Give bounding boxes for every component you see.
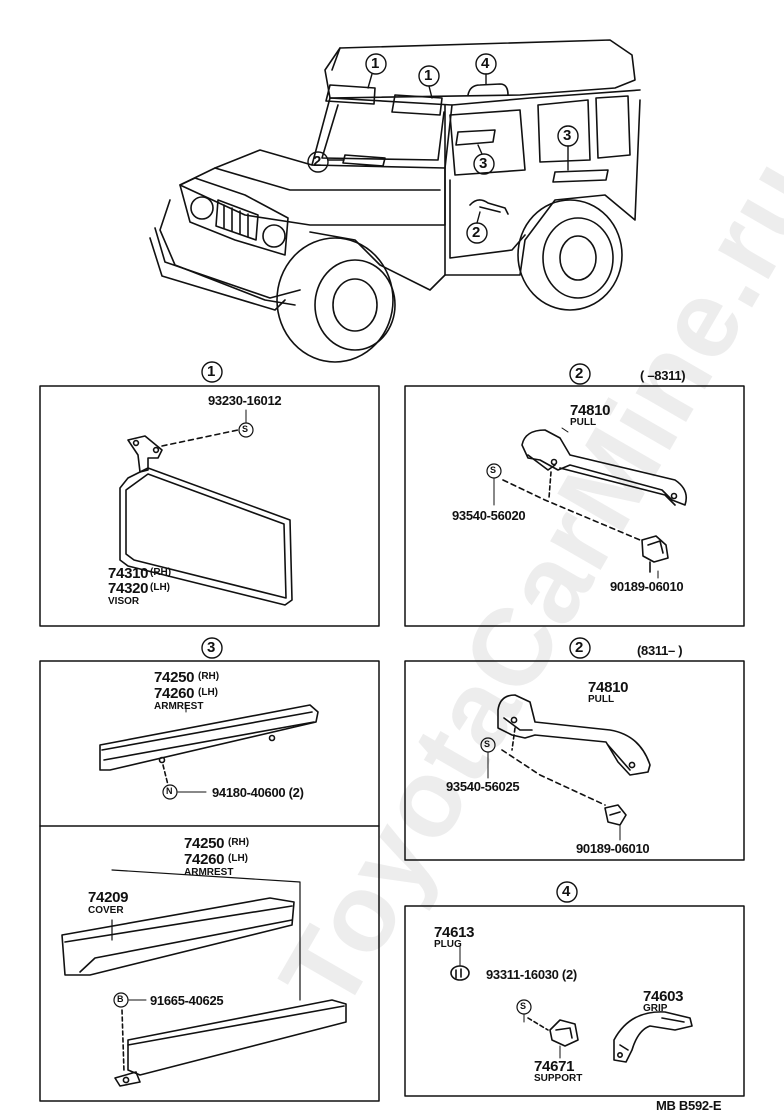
pull-early-nut-part: 90189-06010 [610,579,684,594]
armrest-a-screw-symbol: N [166,786,173,796]
callout-1a: 1 [371,55,380,72]
armrest-b-part-rh: 74250 [184,835,225,852]
armrest-b-name: ARMREST [184,867,234,878]
grip-grip-name: GRIP [643,1003,668,1014]
armrest-b-cover-name: COVER [88,905,124,916]
pull-late-nut-part: 90189-06010 [576,841,650,856]
callout-4: 4 [481,55,490,72]
armrest-a-part-rh: 74250 [154,669,195,686]
pull-late-range: (8311– ) [637,643,683,658]
visor-screw-part: 93230-16012 [208,393,282,408]
visor-panel-frame [39,385,380,627]
pull-early-panel-frame [404,385,745,627]
pull-late-screw-part: 93540-56025 [446,779,520,794]
armrest-a-part-lh: 74260 [154,685,195,702]
armrest-a-name: ARMREST [154,701,204,712]
grip-plug-name: PLUG [434,939,462,950]
visor-screw-symbol: S [242,424,249,434]
armrest-a-lh: (LH) [198,687,218,698]
armrest-b-rh: (RH) [228,837,250,848]
pull-early-index: 2 [575,365,584,382]
visor-drawing [119,429,293,606]
pull-early-range: ( –8311) [640,368,686,383]
pull-early-name: PULL [570,417,597,428]
grip-panel-index: 4 [562,883,571,900]
armrest-panel-index: 3 [207,639,216,656]
visor-part-lh: 74320 [108,580,149,597]
armrest-b-lh: (LH) [228,853,248,864]
grip-screw-part: 93311-16030 (2) [486,967,577,982]
grip-panel-frame [404,905,745,1097]
grip-support-part: 74671 [534,1058,575,1075]
pull-late-panel-frame [404,660,745,861]
diagram-code: MB B592-E [656,1098,722,1113]
callout-1b: 1 [424,67,433,84]
armrest-a-drawing [99,704,319,786]
grip-plug-part: 74613 [434,924,475,941]
callout-3b: 3 [563,127,572,144]
pull-early-screw-part: 93540-56020 [452,508,526,523]
visor-panel-index: 1 [207,363,216,380]
grip-grip-part: 74603 [643,988,684,1005]
callout-2a: 2 [313,153,322,170]
pull-late-index: 2 [575,639,584,656]
pull-late-drawing [497,694,651,826]
armrest-panel-frame [39,660,380,1102]
pull-late-name: PULL [588,694,615,705]
armrest-b-screw-symbol: B [117,994,124,1004]
callout-3a: 3 [479,155,488,172]
armrest-b-drawing [61,869,347,1087]
armrest-a-screw-part: 94180-40600 (2) [212,785,304,800]
visor-lh: (LH) [150,582,170,593]
pull-early-drawing [502,429,688,573]
armrest-b-cover-part: 74209 [88,889,129,906]
callout-2b: 2 [472,224,481,241]
armrest-a-rh: (RH) [198,671,220,682]
grip-screw-symbol: S [520,1001,527,1011]
vehicle-illustration [149,39,641,363]
visor-part-rh: 74310 [108,565,149,582]
pull-early-part: 74810 [570,402,611,419]
visor-rh: (RH) [150,567,172,578]
visor-name: VISOR [108,596,140,607]
pull-late-part: 74810 [588,679,629,696]
armrest-b-screw-part: 91665-40625 [150,993,224,1008]
pull-early-screw-symbol: S [490,465,497,475]
grip-support-name: SUPPORT [534,1073,583,1084]
armrest-b-part-lh: 74260 [184,851,225,868]
pull-late-screw-symbol: S [484,739,491,749]
